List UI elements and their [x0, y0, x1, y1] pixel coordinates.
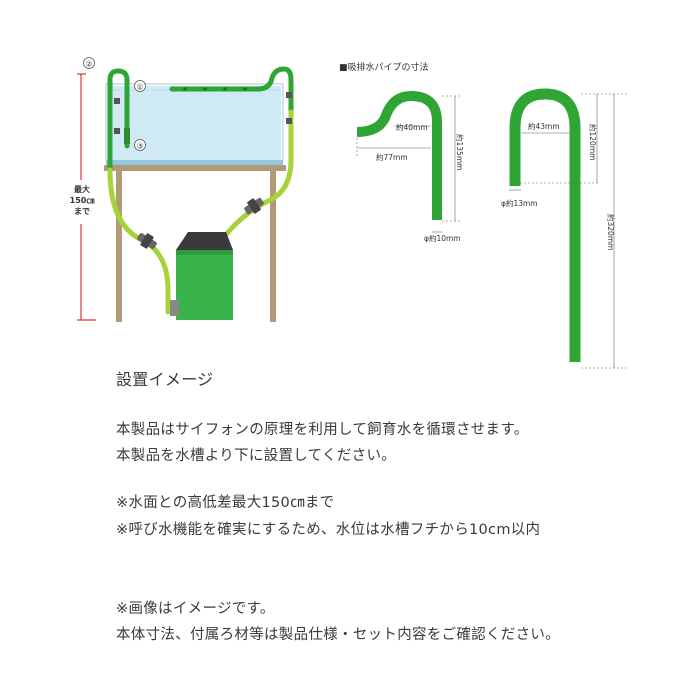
- height-label-line2: 150㎝: [70, 196, 95, 205]
- pipe1-dimension-lines: [356, 95, 460, 233]
- pipe2-height-top: 約120mm: [588, 124, 598, 160]
- setup-diagram: ② 最大 150㎝ まで ① ③: [60, 57, 627, 369]
- aquarium-stand: [104, 165, 286, 322]
- note-image-disclaimer: ※画像はイメージです。: [116, 601, 275, 617]
- description-line-1: 本製品はサイフォンの原理を利用して飼育水を循環させます。: [116, 422, 529, 438]
- outlet-valve: [244, 197, 264, 215]
- marker-1: ①: [136, 83, 143, 92]
- marker-3-circle: [134, 139, 146, 151]
- intake-strainer: [124, 128, 130, 144]
- outlet-pipe: [169, 66, 294, 243]
- caption-heading: 設置イメージ: [116, 370, 214, 389]
- marker-3: ③: [136, 142, 143, 151]
- marker-1-circle: [134, 80, 146, 92]
- height-dimension: [60, 73, 104, 321]
- height-label-line3: まで: [74, 207, 90, 216]
- marker-2: ②: [85, 60, 92, 69]
- description-line-2: 本製品を水槽より下に設置してください。: [116, 448, 397, 464]
- pipe2-dimension-lines: [509, 93, 627, 369]
- pipe2-width-inner: 約43mm: [528, 121, 560, 131]
- pipe1-height: 約135mm: [455, 134, 465, 170]
- note-check-specs: 本体寸法、付属ろ材等は製品仕様・セット内容をご確認ください。: [116, 627, 560, 643]
- hose-clips: [114, 92, 292, 134]
- outlet-pipe-drawing: [509, 88, 581, 362]
- outlet-holes: [183, 87, 247, 91]
- marker-2-circle: [83, 57, 95, 69]
- aquarium-tank: [105, 83, 284, 165]
- pipe-dimensions-title: ■吸排水パイプの寸法: [339, 61, 429, 73]
- intake-pipe-drawing: [356, 90, 442, 220]
- pipe1-width-outer: 約77mm: [376, 152, 408, 162]
- height-label-line1: 最大: [74, 184, 90, 194]
- intake-valve: [137, 233, 157, 249]
- note-height-difference: ※水面との高低差最大150㎝まで: [116, 495, 335, 511]
- note-water-level: ※呼び水機能を確実にするため、水位は水槽フチから10cm以内: [116, 522, 541, 538]
- pipe2-height-total: 約320mm: [606, 214, 616, 250]
- pipe1-diameter: φ約10mm: [424, 233, 461, 243]
- pipe2-diameter: φ約13mm: [501, 198, 538, 208]
- canister-filter: [170, 232, 233, 320]
- pipe1-width-inner: 約40mm: [396, 122, 428, 132]
